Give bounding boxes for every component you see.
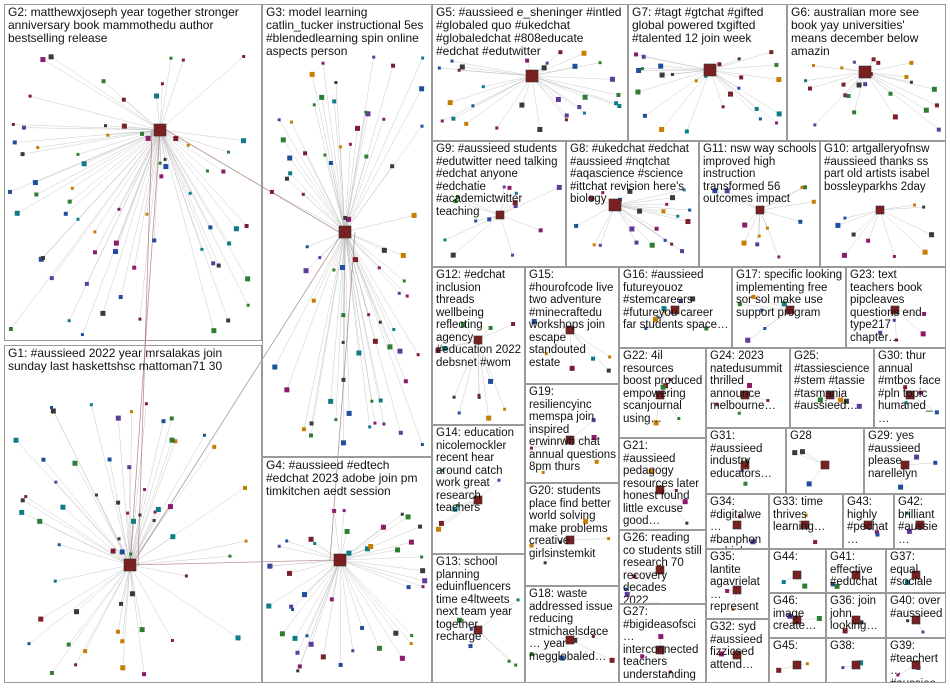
group-label-g1: G1: #aussieed 2022 year mrsalakas join s… [8, 347, 259, 373]
group-label-g44: G44: [773, 551, 823, 564]
group-box-g23: G23: text teachers book pipcleaves quest… [846, 267, 946, 348]
group-label-g31: G31: #aussieed industry educators… [710, 430, 783, 480]
group-label-g22: G22: 4il resources boost produced empowe… [623, 350, 703, 425]
group-box-g3: G3: model learning catlin_tucker instruc… [262, 4, 432, 457]
group-box-g8: G8: #ukedchat #edchat #aussieed #nqtchat… [566, 141, 699, 267]
group-box-g12: G12: #edchat inclusion threads wellbeing… [432, 267, 525, 425]
group-box-g42: G42: brilliant #aussie… [894, 494, 946, 549]
group-box-g36: G36: join john looking… [826, 593, 886, 638]
group-box-g28: G28 [786, 428, 864, 494]
group-label-g24: G24: 2023 natedusummit thrilled announce… [710, 350, 787, 413]
group-box-g19: G19: resiliencyinc memspa join inspired … [525, 384, 619, 483]
group-box-g44: G44: [769, 549, 826, 593]
group-box-g16: G16: #aussieed futureyouoz #stemcareers … [619, 267, 732, 348]
group-label-g41: G41: effective #educhat… #aussieed [830, 551, 883, 593]
group-box-g13: G13: school planning eduinfluencers time… [432, 554, 525, 683]
group-label-g15: G15: #hourofcode live two adventure #min… [529, 269, 616, 369]
group-label-g27: G27: #bigideasofsci… interconnected teac… [623, 606, 703, 683]
group-box-g45: G45: [769, 638, 826, 683]
group-label-g14: G14: education nicolemockler recent hear… [436, 427, 522, 515]
group-label-g23: G23: text teachers book pipcleaves quest… [850, 269, 943, 344]
group-label-g42: G42: brilliant #aussie… [898, 496, 943, 546]
group-label-g19: G19: resiliencyinc memspa join inspired … [529, 386, 616, 474]
group-label-g36: G36: join john looking… [830, 595, 883, 633]
group-label-g10: G10: artgalleryofnsw #aussieed thanks ss… [824, 143, 943, 193]
group-box-g27: G27: #bigideasofsci… interconnected teac… [619, 604, 706, 683]
group-box-g34: G34: #digitalwe… #banphon… high… [706, 494, 769, 549]
group-box-g25: G25: #tassiescience #stem #tassie #tasma… [790, 348, 874, 428]
group-box-g7: G7: #tagt #gtchat #gifted global powered… [628, 4, 787, 141]
group-box-g41: G41: effective #educhat… #aussieed [826, 549, 886, 593]
group-label-g9: G9: #aussieed students #edutwitter need … [436, 143, 563, 218]
group-box-g37: G37: equal #sociale… [886, 549, 946, 593]
group-label-g18: G18: waste addressed issue reducing stmi… [529, 588, 616, 663]
group-box-g6: G6: australian more see book yay univers… [787, 4, 946, 141]
group-box-g33: G33: time thrives learning… [769, 494, 843, 549]
group-label-g26: G26: reading co students still research … [623, 532, 703, 604]
group-box-g39: G39: #teachert… #aussiee… [886, 638, 946, 683]
group-label-g30: G30: thur annual #mtbos face #pln topic … [878, 350, 943, 425]
group-label-g29: G29: yes #aussieed please narellelyn [868, 430, 943, 480]
group-box-g22: G22: 4il resources boost produced empowe… [619, 348, 706, 438]
group-label-g4: G4: #aussieed #edtech #edchat 2023 adobe… [266, 459, 429, 498]
group-label-g25: G25: #tassiescience #stem #tassie #tasma… [794, 350, 871, 413]
group-box-g24: G24: 2023 natedusummit thrilled announce… [706, 348, 790, 428]
group-label-g40: G40: over #aussieed [890, 595, 943, 620]
group-label-g38: G38: [830, 640, 883, 653]
group-box-g2: G2: matthewxjoseph year together stronge… [4, 4, 262, 341]
group-box-g5: G5: #aussieed e_sheninger #intled #globa… [432, 4, 628, 141]
group-label-g7: G7: #tagt #gtchat #gifted global powered… [632, 6, 784, 45]
group-box-g43: G43: highly #pechat… [843, 494, 894, 549]
group-label-g32: G32: syd #aussieed fizzicsed attend… [710, 621, 766, 671]
group-box-g21: G21: #aussieed pedagogy resources later … [619, 438, 706, 530]
group-label-g8: G8: #ukedchat #edchat #aussieed #nqtchat… [570, 143, 696, 206]
group-box-g46: G46: image create… [769, 593, 826, 638]
group-label-g37: G37: equal #sociale… [890, 551, 943, 593]
group-label-g17: G17: specific looking implementing free … [736, 269, 843, 319]
group-label-g34: G34: #digitalwe… #banphon… high… [710, 496, 766, 549]
group-label-g12: G12: #edchat inclusion threads wellbeing… [436, 269, 522, 369]
group-label-g2: G2: matthewxjoseph year together stronge… [8, 6, 259, 45]
group-box-g40: G40: over #aussieed [886, 593, 946, 638]
group-label-g3: G3: model learning catlin_tucker instruc… [266, 6, 429, 58]
group-label-g16: G16: #aussieed futureyouoz #stemcareers … [623, 269, 729, 332]
group-label-g6: G6: australian more see book yay univers… [791, 6, 943, 58]
group-box-g30: G30: thur annual #mtbos face #pln topic … [874, 348, 946, 428]
group-label-g45: G45: [773, 640, 823, 653]
group-box-g4: G4: #aussieed #edtech #edchat 2023 adobe… [262, 457, 432, 683]
group-label-g46: G46: image create… [773, 595, 823, 633]
group-label-g5: G5: #aussieed e_sheninger #intled #globa… [436, 6, 625, 58]
group-box-g14: G14: education nicolemockler recent hear… [432, 425, 525, 554]
group-label-g43: G43: highly #pechat… [847, 496, 891, 546]
group-box-g31: G31: #aussieed industry educators… [706, 428, 786, 494]
group-box-g18: G18: waste addressed issue reducing stmi… [525, 586, 619, 683]
group-box-g10: G10: artgalleryofnsw #aussieed thanks ss… [820, 141, 946, 267]
group-box-g11: G11: nsw way schools improved high instr… [699, 141, 820, 267]
group-box-g32: G32: syd #aussieed fizzicsed attend… [706, 619, 769, 683]
group-box-g26: G26: reading co students still research … [619, 530, 706, 604]
group-box-g1: G1: #aussieed 2022 year mrsalakas join s… [4, 345, 262, 683]
group-label-g13: G13: school planning eduinfluencers time… [436, 556, 522, 644]
group-label-g39: G39: #teachert… #aussiee… [890, 640, 943, 683]
group-label-g33: G33: time thrives learning… [773, 496, 840, 534]
group-box-g17: G17: specific looking implementing free … [732, 267, 846, 348]
group-box-g9: G9: #aussieed students #edutwitter need … [432, 141, 566, 267]
group-box-g29: G29: yes #aussieed please narellelyn [864, 428, 946, 494]
group-box-g15: G15: #hourofcode live two adventure #min… [525, 267, 619, 384]
group-box-g35: G35: lantite agavrielat… represent… grad… [706, 549, 769, 619]
group-label-g28: G28 [790, 430, 861, 443]
group-label-g20: G20: students place find better world so… [529, 485, 616, 560]
group-label-g21: G21: #aussieed pedagogy resources later … [623, 440, 703, 528]
group-box-g20: G20: students place find better world so… [525, 483, 619, 586]
group-label-g35: G35: lantite agavrielat… represent… grad… [710, 551, 766, 619]
group-label-g11: G11: nsw way schools improved high instr… [703, 143, 817, 206]
group-box-g38: G38: [826, 638, 886, 683]
